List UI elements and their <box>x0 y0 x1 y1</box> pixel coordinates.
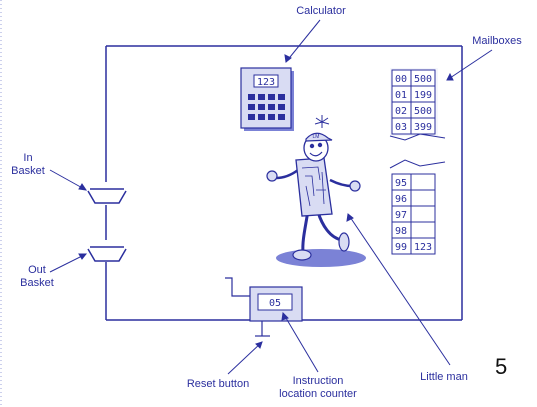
calculator-keys <box>248 94 285 120</box>
mailbox-address: 02 <box>395 106 407 117</box>
calculator: 123 <box>240 67 294 131</box>
calculator-key <box>248 94 255 100</box>
calculator-key <box>268 94 275 100</box>
counter-display: 05 <box>269 298 281 309</box>
mailbox-address: 96 <box>395 194 407 205</box>
mailbox-row: 01 199 <box>391 85 436 103</box>
mailbox-value: 123 <box>414 242 432 253</box>
mailbox-address: 00 <box>395 74 407 85</box>
label-in-basket-line2: Basket <box>11 165 45 177</box>
label-reset-button: Reset button <box>187 378 249 390</box>
mailbox-address: 01 <box>395 90 407 101</box>
little-man: LM <box>266 115 366 267</box>
mailbox-value: 500 <box>414 74 432 85</box>
calculator-key <box>258 94 265 100</box>
calculator-key <box>278 94 285 100</box>
cap-text: LM <box>313 134 320 140</box>
mailbox-address: 97 <box>395 210 407 221</box>
label-mailboxes: Mailboxes <box>472 35 522 47</box>
mailbox-address: 99 <box>395 242 407 253</box>
out-basket <box>87 246 127 262</box>
mailbox-row: 95 <box>391 173 436 191</box>
mailbox-row: 99 123 <box>391 237 436 255</box>
mailbox-row: 02 500 <box>391 101 436 119</box>
label-instruction-line2: location counter <box>279 388 357 400</box>
mailbox-row: 97 <box>391 205 436 223</box>
mailbox-address: 95 <box>395 178 407 189</box>
mailbox-row: 98 <box>391 221 436 239</box>
label-out-basket-line1: Out <box>28 264 46 276</box>
arrows <box>49 19 493 375</box>
calculator-display: 123 <box>257 77 275 88</box>
calculator-key <box>258 114 265 120</box>
mailboxes-bottom: 95 96 97 98 99 123 <box>389 159 446 255</box>
mailboxes-top: 00 500 01 199 02 500 03 399 <box>389 68 446 141</box>
mailbox-value: 199 <box>414 90 432 101</box>
label-little-man: Little man <box>420 371 468 383</box>
mailbox-row: 03 399 <box>391 117 436 135</box>
calculator-key <box>268 104 275 110</box>
label-calculator: Calculator <box>296 5 346 17</box>
calculator-key <box>278 114 285 120</box>
calculator-key <box>248 114 255 120</box>
mailbox-address: 03 <box>395 122 407 133</box>
instruction-counter: 05 <box>225 277 303 337</box>
mailbox-value: 399 <box>414 122 432 133</box>
labels: Calculator Mailboxes In Basket Out Baske… <box>11 5 522 400</box>
mailbox-address: 98 <box>395 226 407 237</box>
label-out-basket-line2: Basket <box>20 277 54 289</box>
shadow <box>276 249 366 267</box>
label-in-basket-line1: In <box>23 152 32 164</box>
calculator-key <box>268 114 275 120</box>
mailbox-row: 96 <box>391 189 436 207</box>
in-basket <box>87 188 127 204</box>
label-instruction-line1: Instruction <box>293 375 344 387</box>
calculator-key <box>248 104 255 110</box>
mailbox-row: 00 500 <box>391 69 436 87</box>
slide-number: 5 <box>495 354 508 379</box>
mailbox-value: 500 <box>414 106 432 117</box>
calculator-key <box>278 104 285 110</box>
calculator-key <box>258 104 265 110</box>
